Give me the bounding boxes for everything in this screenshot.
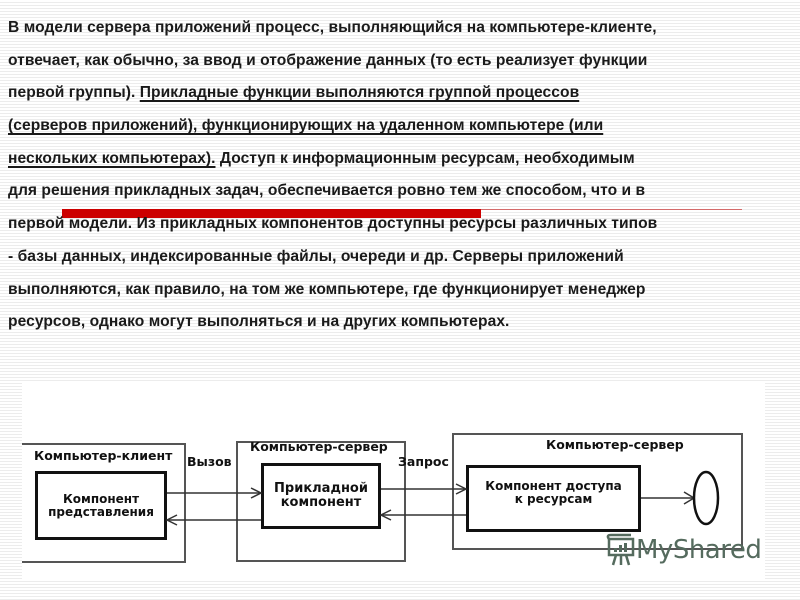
underlined-text: нескольких компьютерах). [8,149,216,167]
red-highlight-bar [62,209,481,218]
resource-access-component-label: Компонент доступа к ресурсам [485,479,622,506]
text-line: нескольких компьютерах). Доступ к информ… [8,143,798,176]
watermark-text: MyShared [636,535,762,565]
client-computer-box [22,443,186,563]
app-server-box [236,441,406,562]
architecture-diagram: Компьютер-клиент Компонент представления… [22,381,765,580]
text-line: для решения прикладных задач, обеспечива… [8,175,798,208]
resource-server-box [452,433,743,550]
text-line: первой модели. Из прикладных компонентов… [8,208,798,241]
text-line: отвечает, как обычно, за ввод и отображе… [8,45,798,78]
presentation-component: Компонент представления [35,471,167,540]
text-line: - базы данных, индексированные файлы, оч… [8,241,798,274]
application-component: Прикладной компонент [261,463,381,529]
resource-server-title: Компьютер-сервер [546,437,684,452]
call-label: Вызов [187,454,232,469]
resource-access-component: Компонент доступа к ресурсам [466,465,641,532]
text-segment: отвечает, как обычно, за ввод и отображе… [8,51,648,69]
resource-ellipse [692,470,720,526]
presentation-component-label: Компонент представления [48,491,154,519]
request-label: Запрос [398,454,449,469]
text-line: В модели сервера приложений процесс, вып… [8,12,798,45]
app-server-title: Компьютер-сервер [250,439,388,454]
text-segment: выполняются, как правило, на том же комп… [8,280,646,298]
text-segment: В модели сервера приложений процесс, вып… [8,19,657,36]
watermark: MyShared [606,533,762,567]
presentation-board-icon [606,533,635,566]
text-segment: Доступ к информационным ресурсам, необхо… [215,149,635,167]
body-paragraph: В модели сервера приложений процесс, вып… [8,12,798,339]
diagram-arrows [165,470,720,526]
text-line: выполняются, как правило, на том же комп… [8,274,798,307]
client-computer-title: Компьютер-клиент [34,448,173,463]
text-segment: первой модели. Из прикладных компонентов… [8,215,658,233]
application-component-label: Прикладной компонент [274,481,368,510]
text-line: (серверов приложений), функционирующих н… [8,110,798,143]
text-segment: первой группы). [8,84,140,102]
text-segment: для решения прикладных задач, обеспечива… [8,182,646,200]
underlined-text: (серверов приложений), функционирующих н… [8,117,604,135]
underlined-text: Прикладные функции выполняются группой п… [139,84,580,102]
text-line: первой группы). Прикладные функции выпол… [8,77,798,110]
text-segment: - базы данных, индексированные файлы, оч… [8,247,624,265]
text-line: ресурсов, однако могут выполняться и на … [8,306,798,339]
text-segment: ресурсов, однако могут выполняться и на … [8,313,510,331]
